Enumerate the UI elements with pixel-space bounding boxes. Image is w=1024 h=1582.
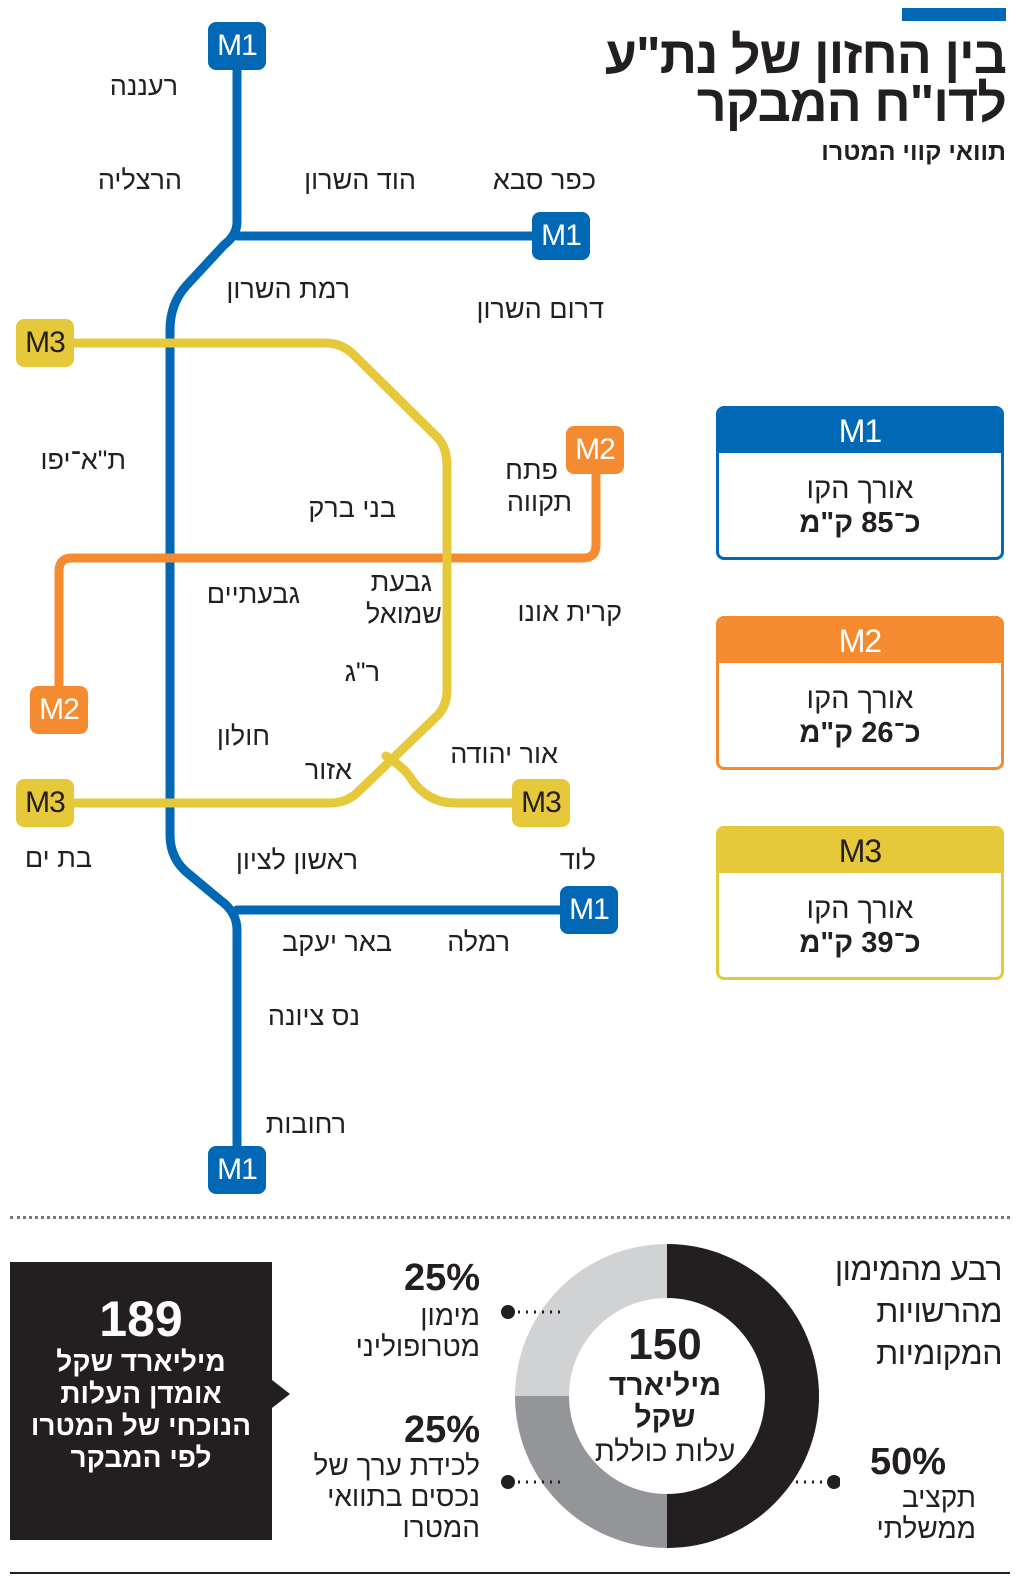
value-capture-label: לכידת ערך של נכסים בתוואי המטרו: [313, 1450, 480, 1543]
line-card-m2-name: M2: [719, 619, 1001, 663]
auditor-cost-box: 189 מיליארד שקל אומדן העלות הנוכחי של המ…: [10, 1262, 272, 1540]
city-azor: אזור: [304, 755, 352, 785]
bottom-rule: [10, 1572, 1010, 1574]
metro-funding-label: מימון מטרופוליני: [355, 1300, 480, 1362]
government-pct: 50%: [869, 1441, 946, 1483]
city-rehovot: רחובות: [265, 1109, 346, 1139]
auditor-cost-number: 189: [99, 1291, 183, 1347]
m1-badge-kfar-saba: M1: [532, 212, 590, 260]
city-holon: חולון: [216, 721, 270, 751]
m1-badge-south: M1: [208, 1146, 266, 1194]
city-ramat-hasharon: רמת השרון: [226, 274, 350, 304]
m1-badge-lod: M1: [560, 886, 618, 934]
m2-badge-petah-tikva: M2: [566, 426, 624, 474]
line-card-m3: M3 אורך הקו כ־39 ק"מ: [716, 826, 1004, 980]
m3-badge-south-west: M3: [16, 779, 74, 827]
m1-badge-north: M1: [208, 22, 266, 70]
city-petah-tikva-line2: תקווה: [506, 487, 572, 517]
city-beer-yaakov: באר יעקב: [282, 927, 392, 957]
government-label: תקציב ממשלתי: [876, 1482, 976, 1544]
city-kfar-saba: כפר סבא: [492, 165, 596, 195]
line-card-m1-length: כ־85 ק"מ: [799, 507, 921, 539]
line-card-m2: M2 אורך הקו כ־26 ק"מ: [716, 616, 1004, 770]
line-card-m3-label: אורך הקו: [806, 893, 914, 925]
line-card-m2-label: אורך הקו: [806, 683, 914, 715]
header-accent-bar: [902, 8, 1006, 21]
city-darom-hasharon: דרום השרון: [476, 294, 605, 324]
city-raanana: רעננה: [109, 71, 178, 101]
donut-segment-value-capture: [515, 1396, 667, 1548]
page-title: בין החזון של נת"ע לדו"ח המבקר: [486, 27, 1007, 133]
city-petah-tikva-line1: פתח: [505, 455, 558, 485]
title-line-2: לדו"ח המבקר: [696, 75, 1007, 133]
line-card-m3-length: כ־39 ק"מ: [799, 927, 921, 959]
city-givatayim: גבעתיים: [206, 579, 300, 609]
m1-line-trunk: [165, 45, 242, 1175]
city-givat-shmuel-line2: שמואל: [366, 599, 442, 629]
line-card-m1-name: M1: [719, 409, 1001, 453]
city-ramla: רמלה: [447, 927, 510, 957]
local-authorities-note: רבע מהמימון מהרשויות המקומיות: [834, 1251, 1003, 1371]
line-card-m2-length: כ־26 ק"מ: [799, 717, 921, 749]
donut-segment-metro-funding: [515, 1244, 667, 1396]
city-nes-ziona: נס ציונה: [267, 1001, 360, 1031]
city-herzliya: הרצליה: [97, 165, 182, 195]
city-lod: לוד: [559, 845, 596, 875]
city-givat-shmuel-line1: גבעת: [370, 567, 432, 597]
leader-dot-government: [827, 1475, 840, 1489]
donut-segment-government: [667, 1244, 819, 1548]
line-card-m1: M1 אורך הקו כ־85 ק"מ: [716, 406, 1004, 560]
metro-map: [41, 45, 601, 1175]
metro-funding-pct: 25%: [403, 1257, 480, 1299]
m2-line: [54, 445, 601, 715]
m3-line-main: [41, 338, 452, 808]
donut-total-label: עלות כוללת: [594, 1436, 736, 1468]
city-bnei-brak: בני ברק: [308, 493, 396, 523]
city-kiryat-ono: קרית אונו: [517, 597, 622, 627]
leader-dot-metro-funding: [501, 1305, 515, 1319]
line-card-m3-name: M3: [719, 829, 1001, 873]
city-or-yehuda: אור יהודה: [450, 739, 558, 769]
donut-total: 150: [628, 1320, 702, 1369]
line-card-m1-label: אורך הקו: [806, 473, 914, 505]
city-tel-aviv: ת"א־יפו: [40, 445, 126, 475]
value-capture-pct: 25%: [403, 1409, 480, 1451]
section-divider: [10, 1216, 1010, 1219]
title-line-1: בין החזון של נת"ע: [604, 27, 1007, 85]
m3-badge-north-west: M3: [16, 319, 74, 367]
donut-total-unit: מיליארד שקל: [608, 1369, 722, 1434]
city-rishon-lezion: ראשון לציון: [235, 845, 358, 875]
city-bat-yam: בת ים: [24, 843, 92, 873]
m3-badge-or-yehuda: M3: [512, 779, 570, 827]
leader-dot-value-capture: [501, 1475, 515, 1489]
m2-badge-west: M2: [30, 686, 88, 734]
funding-donut: [501, 1244, 840, 1548]
city-ramat-gan: ר"ג: [344, 657, 380, 687]
m3-branch-or-yehuda: [381, 751, 545, 808]
auditor-cost-pointer: [272, 1380, 290, 1408]
auditor-cost-text: מיליארד שקל אומדן העלות הנוכחי של המטרו …: [30, 1346, 252, 1473]
city-hod-hasharon: הוד השרון: [304, 165, 416, 195]
page-subtitle: תוואי קווי המטרו: [821, 138, 1006, 166]
